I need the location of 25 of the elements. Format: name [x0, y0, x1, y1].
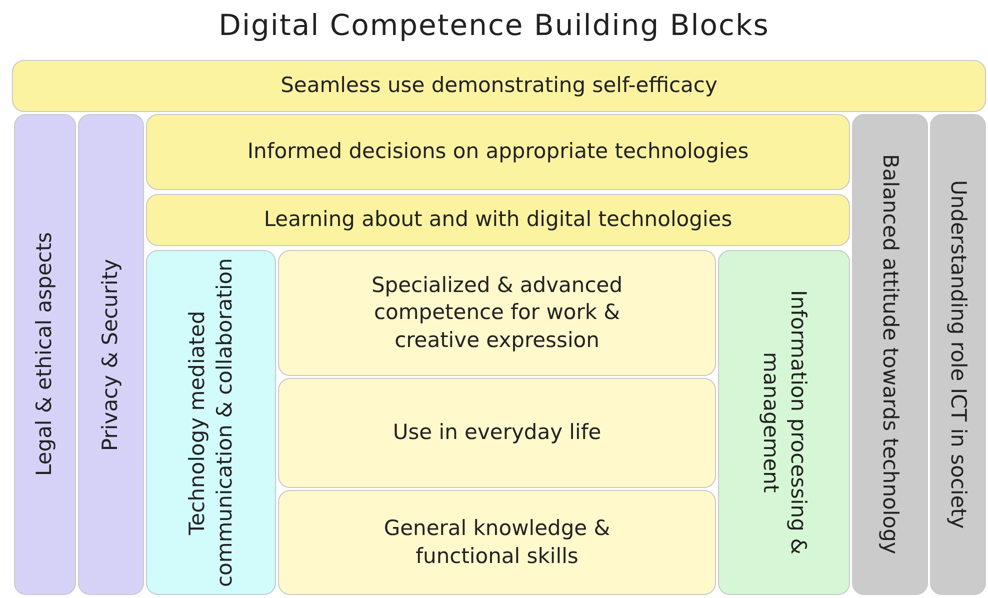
block-label: Privacy & Security: [97, 258, 124, 450]
vertical-block: [146, 250, 276, 595]
building-block: [12, 60, 986, 112]
vertical-block: [852, 114, 928, 595]
block-label: Technology mediated communication & collaboration: [184, 257, 237, 589]
vertical-block: [930, 114, 986, 595]
block-label: Seamless use demonstrating self-efficacy: [280, 72, 718, 100]
vertical-block: [718, 250, 850, 595]
building-block: [278, 250, 716, 376]
block-label: Informed decisions on appropriate technologies: [247, 138, 749, 166]
building-block: [146, 114, 850, 190]
block-label: Learning about and with digital technologies: [264, 206, 732, 234]
block-label: General knowledge & functional skills: [382, 515, 612, 570]
vertical-block: [78, 114, 144, 595]
block-label: Legal & ethical aspects: [31, 232, 58, 476]
block-label: Balanced attitude towards technology: [878, 154, 904, 555]
building-block: [278, 378, 716, 488]
building-block: [278, 490, 716, 595]
block-label: Understanding role ICT in society: [946, 180, 972, 529]
block-label: Use in everyday life: [392, 419, 602, 446]
block-label: Specialized & advanced competence for work & creative expression: [370, 272, 624, 354]
vertical-block: [14, 114, 76, 595]
building-block: [146, 194, 850, 246]
block-label: Information processing & management: [758, 289, 812, 557]
diagram-title: Digital Competence Building Blocks: [218, 8, 770, 42]
